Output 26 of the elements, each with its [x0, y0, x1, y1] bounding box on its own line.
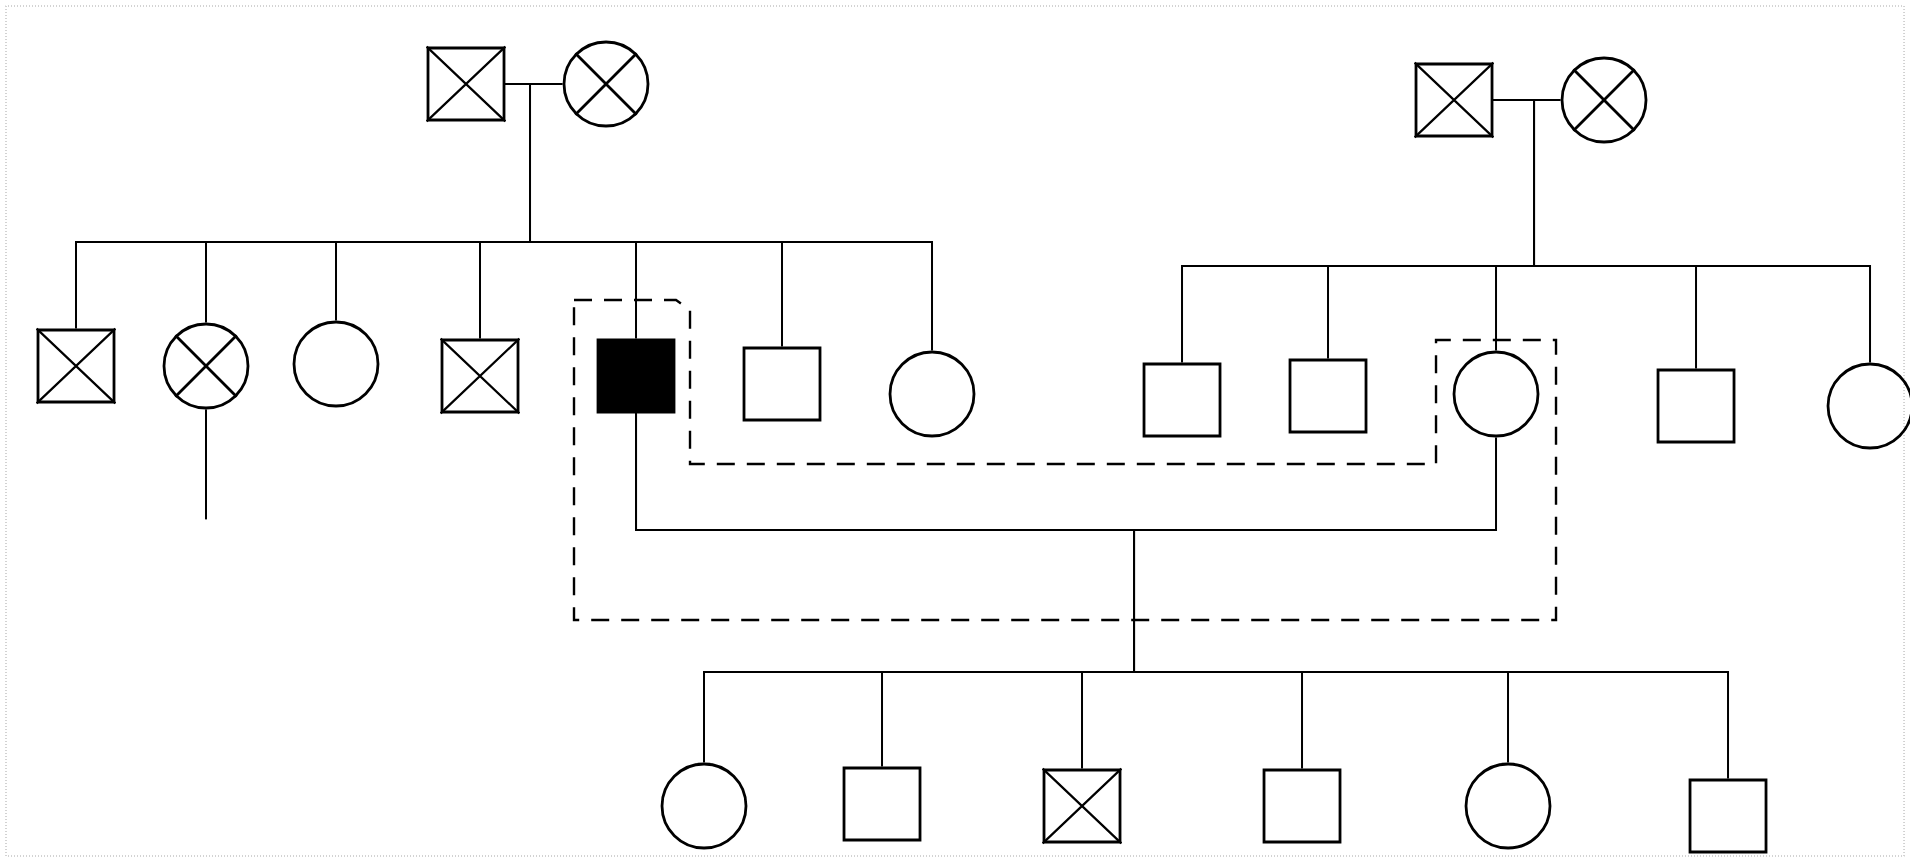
female-deceased-symbol — [562, 40, 650, 128]
descent-line — [504, 83, 933, 352]
descent-line — [205, 408, 207, 521]
male-deceased-symbol — [35, 327, 117, 405]
female-symbol — [660, 762, 748, 850]
male-affected-symbol — [596, 338, 676, 414]
male-symbol — [1142, 362, 1222, 438]
female-symbol — [1826, 362, 1910, 450]
female-symbol — [292, 320, 380, 408]
male-symbol — [842, 766, 922, 842]
male-deceased-symbol — [1413, 61, 1495, 139]
descent-line — [1492, 99, 1872, 364]
male-symbol — [1262, 768, 1342, 844]
male-deceased-symbol — [1041, 767, 1123, 845]
male-symbol — [1688, 778, 1768, 854]
female-symbol — [1464, 762, 1552, 850]
female-symbol — [888, 350, 976, 438]
male-symbol — [1656, 368, 1736, 444]
female-deceased-symbol — [162, 322, 250, 410]
male-symbol — [742, 346, 822, 422]
female-symbol — [1452, 350, 1540, 438]
male-symbol — [1288, 358, 1368, 434]
male-deceased-symbol — [425, 45, 507, 123]
male-deceased-symbol — [439, 337, 521, 415]
female-deceased-symbol — [1560, 56, 1648, 144]
descent-line — [635, 412, 1729, 780]
